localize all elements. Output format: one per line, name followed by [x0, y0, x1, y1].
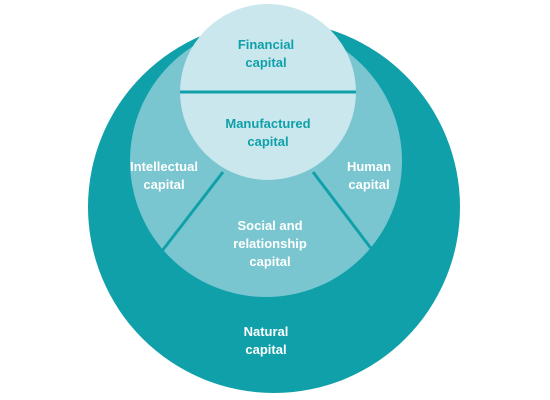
social-relationship-capital-label: Social and relationship capital	[233, 218, 307, 269]
human-capital-line2: capital	[348, 177, 389, 192]
manufactured-capital-label: Manufactured capital	[225, 116, 310, 149]
intellectual-capital-line2: capital	[143, 177, 184, 192]
divider-intellectual-social	[160, 171, 225, 252]
financial-capital-line2: capital	[245, 55, 286, 70]
human-capital-line1: Human	[347, 159, 391, 174]
financial-capital-line1: Financial	[238, 37, 294, 52]
natural-capital-line1: Natural	[244, 324, 289, 339]
intellectual-capital-line1: Intellectual	[130, 159, 198, 174]
intellectual-capital-label: Intellectual capital	[130, 159, 198, 192]
divider-social-human	[311, 171, 375, 252]
financial-capital-label: Financial capital	[238, 37, 294, 70]
social-capital-line3: capital	[249, 254, 290, 269]
manufactured-capital-line1: Manufactured	[225, 116, 310, 131]
natural-capital-line2: capital	[245, 342, 286, 357]
social-capital-line1: Social and	[237, 218, 302, 233]
manufactured-capital-line2: capital	[247, 134, 288, 149]
human-capital-label: Human capital	[347, 159, 391, 192]
social-capital-line2: relationship	[233, 236, 307, 251]
natural-capital-label: Natural capital	[244, 324, 289, 357]
